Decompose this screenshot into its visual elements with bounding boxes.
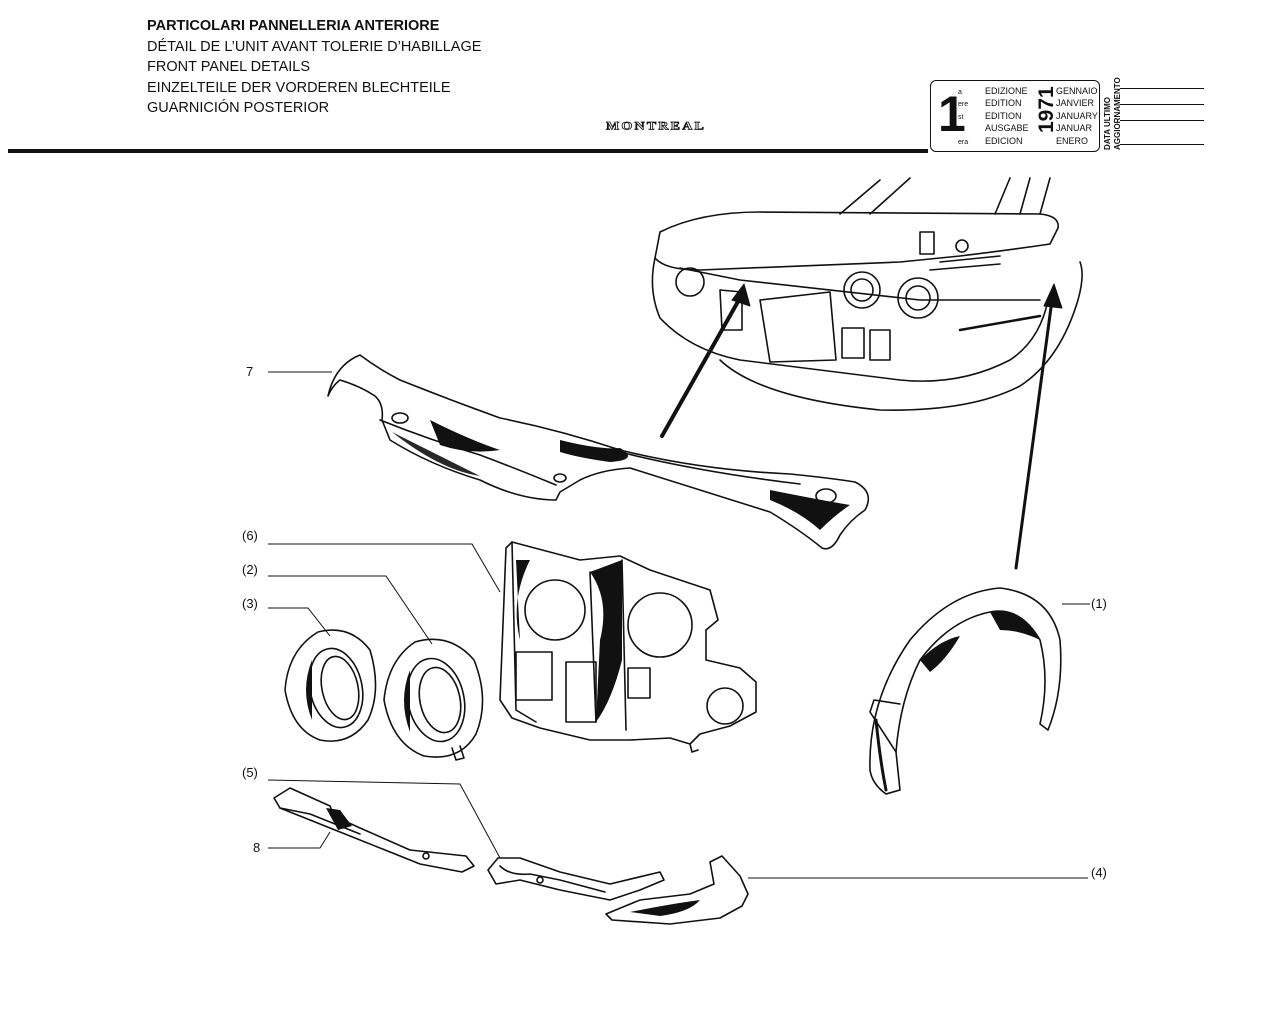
callout-1: (1) [1091, 596, 1107, 611]
title-spanish: GUARNICIÓN POSTERIOR [147, 100, 330, 116]
edition-suffix: a [958, 89, 962, 96]
part-3-ring [284, 629, 377, 742]
part-8-lower-strip [273, 787, 475, 873]
edition-word: EDITION [985, 98, 1022, 108]
car-front-view [651, 177, 1083, 411]
callout-6: (6) [242, 528, 258, 543]
edition-number: 1 [938, 86, 966, 142]
edition-month: JANVIER [1056, 98, 1095, 108]
part-1-wheel-arch [869, 587, 1062, 795]
edition-word: EDITION [985, 111, 1022, 121]
edition-month: JANUAR [1056, 123, 1093, 133]
part-2-ring [383, 638, 484, 761]
callout-8: 8 [253, 840, 261, 855]
title-english: FRONT PANEL DETAILS [147, 59, 311, 75]
edition-word: EDIZIONE [985, 86, 1028, 96]
edition-suffix: st [958, 114, 964, 121]
update-line [1120, 120, 1204, 121]
update-line [1120, 88, 1204, 89]
brand-logo: MONTREAL [606, 120, 707, 134]
title-italian: PARTICOLARI PANNELLERIA ANTERIORE [147, 18, 440, 34]
callout-5: (5) [242, 765, 258, 780]
edition-box: 1 a ere st . era EDIZIONE EDITION EDITIO… [930, 80, 1100, 152]
part-4-lower-shell [605, 855, 749, 925]
edition-suffix: era [958, 139, 969, 146]
edition-suffix: ere [958, 101, 969, 108]
part-6-inner-panel [499, 541, 757, 753]
callout-4: (4) [1091, 865, 1107, 880]
title-german: EINZELTEILE DER VORDEREN BLECHTEILE [147, 79, 451, 96]
title-french: DÉTAIL DE L’UNIT AVANT TOLERIE D’HABILLA… [147, 38, 482, 55]
edition-month: GENNAIO [1056, 86, 1098, 96]
update-line [1120, 104, 1204, 105]
edition-month: JANUARY [1056, 111, 1098, 121]
page-title-block: PARTICOLARI PANNELLERIA ANTERIORE DÉTAIL… [147, 16, 481, 119]
edition-suffix: . [958, 126, 960, 133]
callout-7: 7 [246, 364, 254, 379]
callout-2: (2) [242, 562, 258, 577]
part-7-upper-panel [327, 354, 870, 550]
edition-word: EDICION [985, 136, 1023, 146]
edition-month: ENERO [1056, 136, 1089, 146]
header-rule [8, 149, 928, 153]
callout-3: (3) [242, 596, 258, 611]
update-line [1120, 144, 1204, 145]
part-5-lower-bracket [487, 857, 665, 901]
edition-word: AUSGABE [985, 123, 1029, 133]
